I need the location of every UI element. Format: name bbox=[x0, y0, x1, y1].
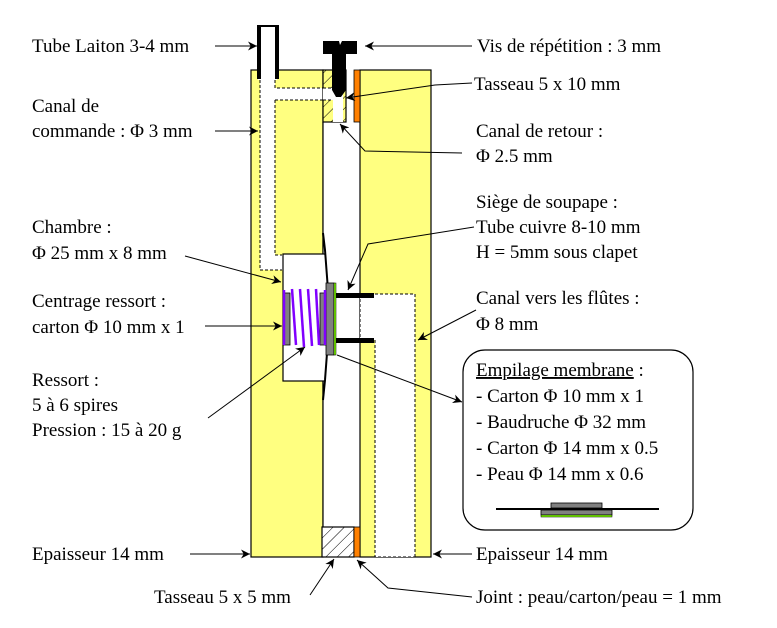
valve-seat bbox=[334, 293, 374, 343]
membrane-legend-item: - Peau Φ 14 mm x 0.6 bbox=[476, 464, 643, 485]
label-ressort-3: Pression : 15 à 20 g bbox=[32, 420, 182, 441]
label-joint: Joint : peau/carton/peau = 1 mm bbox=[476, 587, 722, 608]
label-tasseau-top: Tasseau 5 x 10 mm bbox=[474, 74, 621, 95]
membrane-stack bbox=[319, 282, 337, 356]
label-canal-flutes-1: Canal vers les flûtes : bbox=[476, 288, 640, 309]
label-canal-retour-2: Φ 2.5 mm bbox=[476, 146, 553, 167]
joint-bottom bbox=[353, 526, 361, 558]
membrane-stack-mini bbox=[496, 502, 659, 518]
labels-right: Vis de répétition : 3 mm Tasseau 5 x 10 … bbox=[474, 36, 722, 608]
label-canal-commande-1: Canal de bbox=[32, 96, 99, 117]
tasseau-bottom bbox=[321, 526, 355, 558]
repetition-screw bbox=[323, 41, 357, 97]
label-canal-commande-2: commande : Φ 3 mm bbox=[32, 121, 193, 142]
leader-lines bbox=[184, 41, 477, 598]
label-tube-laiton: Tube Laiton 3-4 mm bbox=[32, 36, 189, 57]
membrane-legend-item: - Baudruche Φ 32 mm bbox=[476, 412, 646, 433]
label-siege-1: Siège de soupape : bbox=[476, 192, 618, 213]
label-ressort-2: 5 à 6 spires bbox=[32, 395, 118, 416]
label-chambre-1: Chambre : bbox=[32, 217, 112, 238]
flute-channel bbox=[359, 293, 416, 558]
label-epaisseur-left: Epaisseur 14 mm bbox=[32, 544, 164, 565]
label-vis: Vis de répétition : 3 mm bbox=[477, 36, 661, 57]
membrane-legend-item: - Carton Φ 14 mm x 0.5 bbox=[476, 438, 658, 459]
brass-tube bbox=[257, 25, 279, 80]
label-epaisseur-right: Epaisseur 14 mm bbox=[476, 544, 608, 565]
membrane-legend-box: Empilage membrane : - Carton Φ 10 mm x 1… bbox=[462, 349, 694, 531]
label-centrage-2: carton Φ 10 mm x 1 bbox=[32, 317, 185, 338]
spring bbox=[282, 288, 327, 348]
label-siege-3: H = 5mm sous clapet bbox=[476, 242, 638, 263]
label-siege-2: Tube cuivre 8-10 mm bbox=[476, 217, 641, 238]
label-chambre-2: Φ 25 mm x 8 mm bbox=[32, 243, 167, 264]
label-ressort-1: Ressort : bbox=[32, 370, 99, 391]
label-canal-retour-1: Canal de retour : bbox=[476, 121, 603, 142]
labels-left: Tube Laiton 3-4 mm Canal de commande : Φ… bbox=[32, 36, 291, 608]
label-tasseau-bottom: Tasseau 5 x 5 mm bbox=[154, 587, 291, 608]
label-centrage-1: Centrage ressort : bbox=[32, 291, 166, 312]
label-canal-flutes-2: Φ 8 mm bbox=[476, 314, 539, 335]
membrane-legend-title: Empilage membrane : bbox=[476, 360, 644, 381]
membrane-legend-item: - Carton Φ 10 mm x 1 bbox=[476, 386, 644, 407]
